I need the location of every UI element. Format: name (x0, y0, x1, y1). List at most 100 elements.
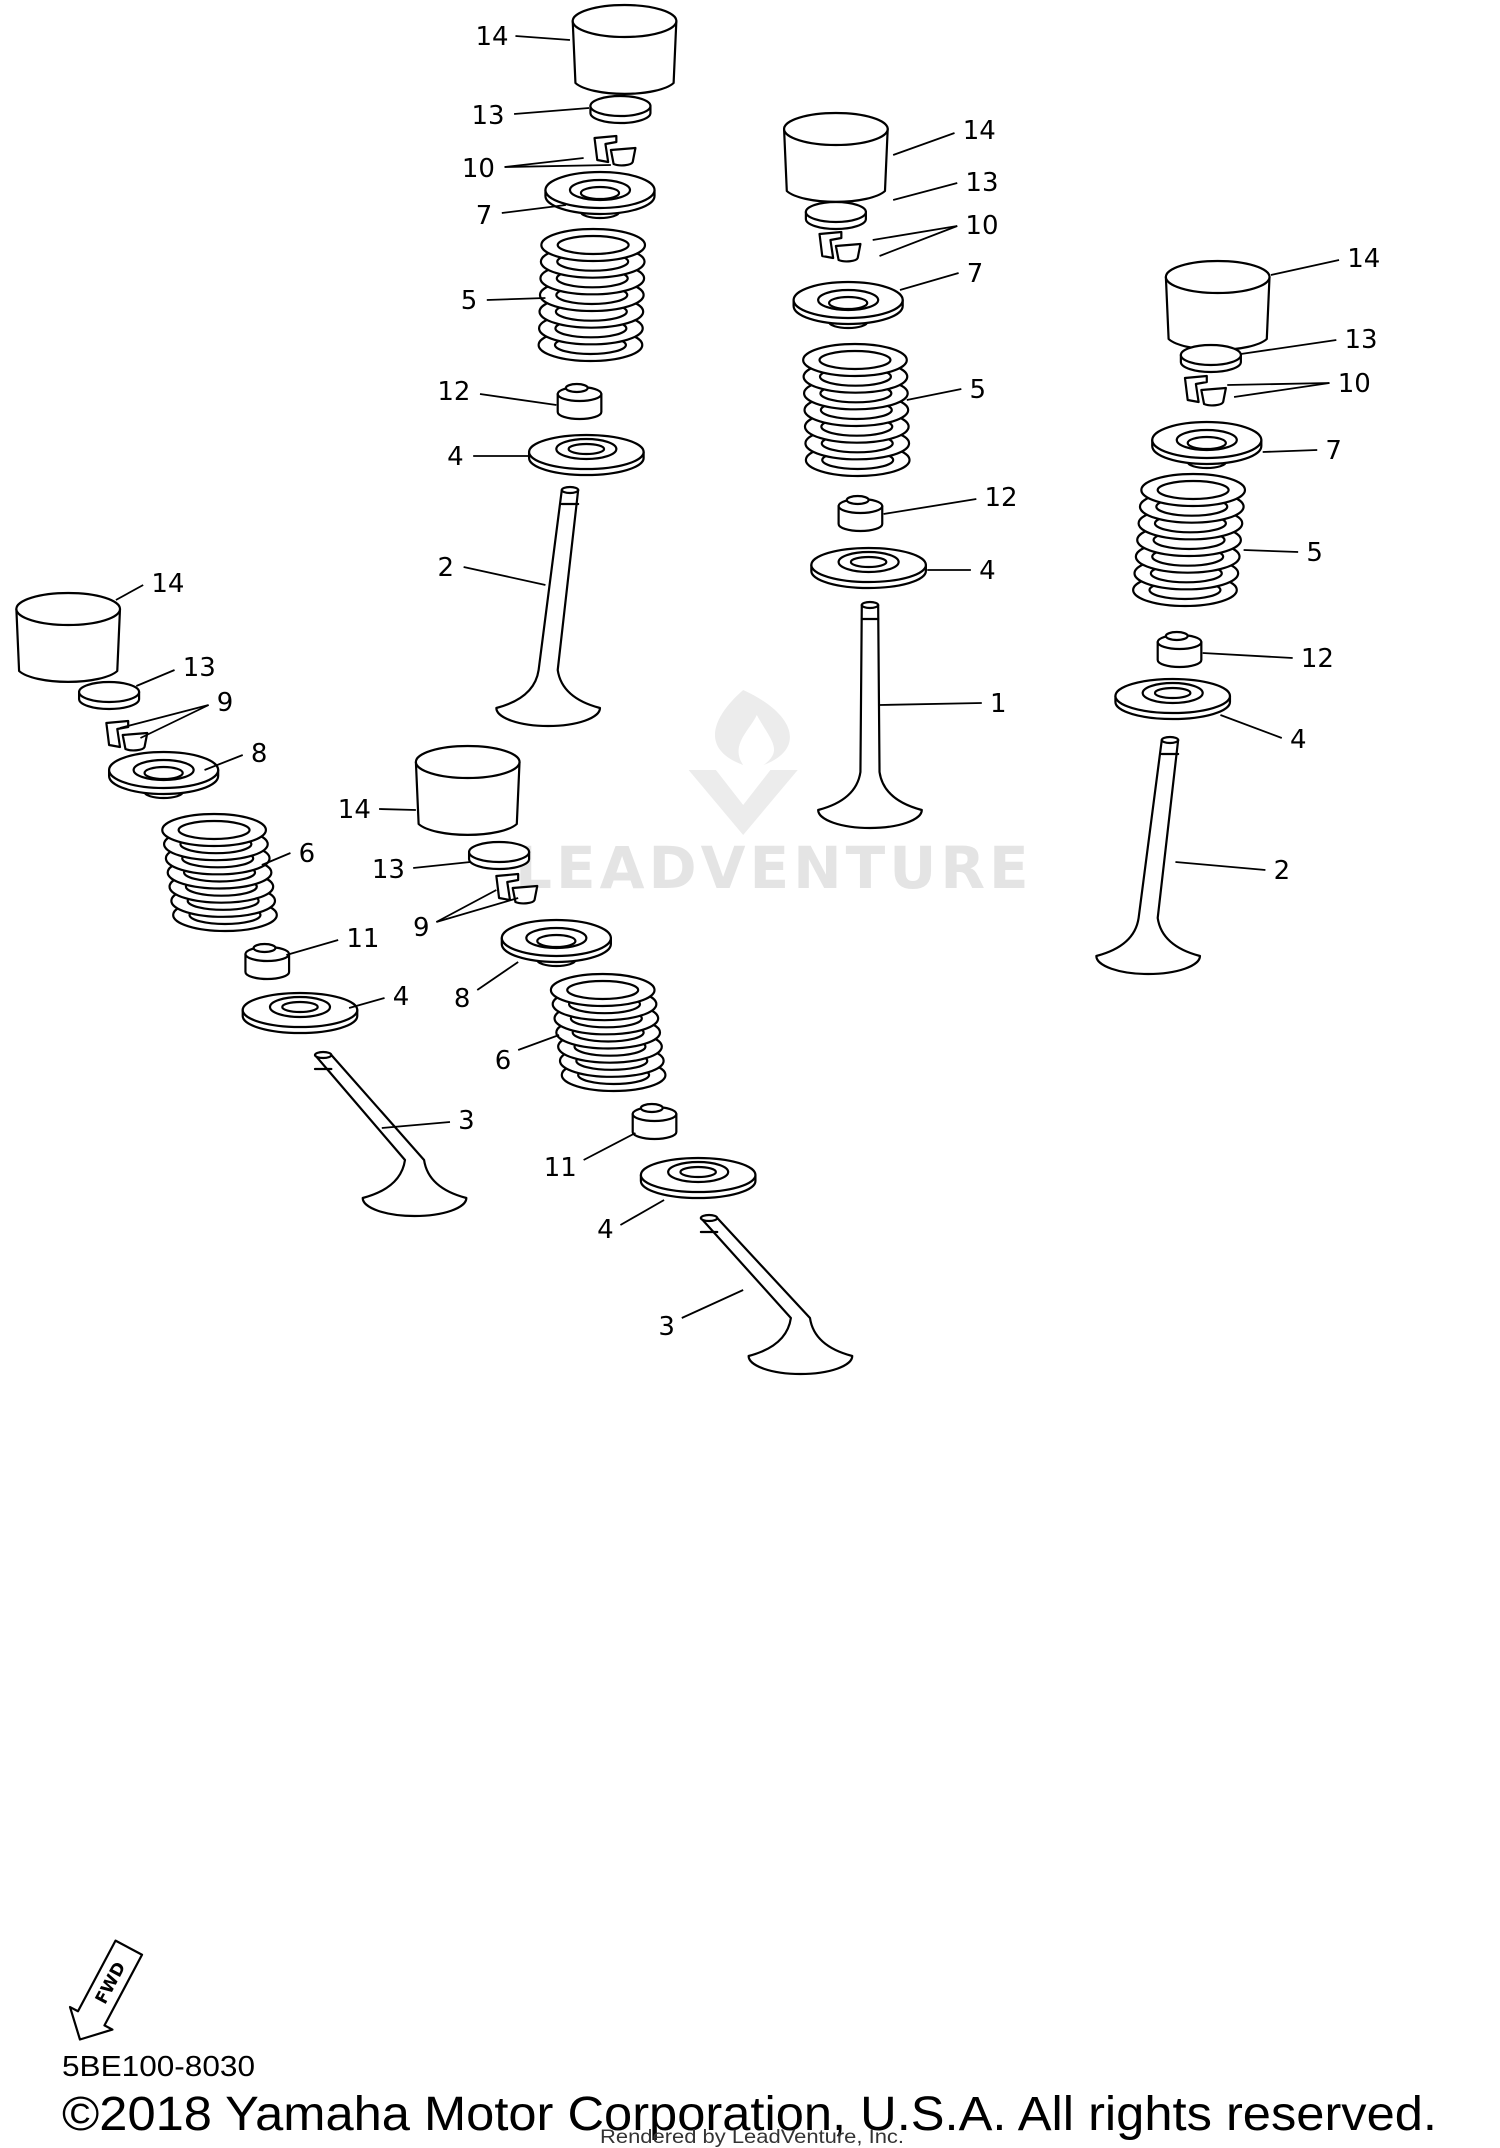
callout-label: 3 (658, 1312, 675, 1342)
pad-top (1181, 345, 1241, 365)
leader-line (502, 205, 566, 213)
valve-spring-retainer (502, 920, 611, 966)
valve-tip (562, 487, 578, 493)
callout-label: 7 (967, 259, 984, 289)
diagram-code: 5BE100-8030 (62, 2051, 255, 2083)
leader-line (880, 226, 958, 256)
callout-label: 14 (338, 795, 371, 825)
valve-tip (1162, 737, 1178, 743)
adjusting-pad (806, 202, 866, 229)
spring-seat (811, 548, 926, 588)
tappet-top (1166, 261, 1270, 293)
spring-coil-inner (558, 236, 629, 254)
tappet-body (573, 21, 677, 94)
callout-label: 6 (299, 839, 316, 869)
spring-seat (243, 993, 358, 1033)
callout-label: 1 (990, 689, 1007, 719)
leader-line (900, 273, 959, 290)
callout-label: 8 (251, 739, 268, 769)
valve-stem-seal (1158, 632, 1202, 667)
leader-line (382, 1122, 450, 1128)
cotter-half (496, 874, 518, 900)
cotter-half (836, 244, 861, 261)
callout-label: 8 (454, 984, 471, 1014)
tappet-body (416, 762, 520, 835)
callout-label: 7 (1325, 436, 1342, 466)
valve-tip (862, 602, 878, 608)
valve-tappet (784, 113, 888, 202)
watermark: LEADVENTURE (515, 690, 1029, 902)
seat-hole (282, 1002, 317, 1012)
cotter-half (1201, 388, 1226, 405)
rendered-by-note: Rendered by LeadVenture, Inc. (600, 2127, 904, 2148)
spring-coil-inner (1158, 481, 1229, 499)
callout-label: 5 (970, 375, 987, 405)
callout-label: 13 (471, 101, 504, 131)
leader-line (262, 853, 291, 865)
callout-label: 3 (458, 1106, 475, 1136)
callout-label: 14 (1347, 244, 1380, 274)
leader-line (518, 1035, 559, 1050)
cotter-half (820, 232, 842, 258)
leader-line (480, 394, 556, 405)
fwd-arrow-icon: FWD (59, 1936, 150, 2050)
adjusting-pad (469, 842, 529, 869)
copyright-notice: ©2018 Yamaha Motor Corporation, U.S.A. A… (62, 2088, 1437, 2141)
intake-valve (818, 602, 922, 828)
callout-label: 14 (476, 22, 509, 52)
callout-label: 4 (1290, 725, 1307, 755)
callout-label: 14 (963, 116, 996, 146)
valve-body (701, 1218, 852, 1374)
leader-line (884, 499, 977, 514)
valve-tappet (1166, 261, 1270, 350)
seat-hole (680, 1167, 715, 1177)
pad-top (806, 202, 866, 222)
retainer-hole (581, 187, 619, 199)
valve-tappet (416, 746, 520, 835)
pad-top (79, 682, 139, 702)
leader-line (477, 962, 518, 990)
leader-lines (116, 36, 1339, 1318)
spring-coil-inner (820, 351, 891, 369)
leader-line (907, 389, 962, 400)
callout-label: 5 (461, 286, 478, 316)
callout-label: 4 (447, 442, 464, 472)
callout-label: 13 (372, 855, 405, 885)
valve-spring (162, 814, 277, 931)
callout-label: 4 (393, 982, 410, 1012)
leader-line (1263, 450, 1318, 452)
valve-body (315, 1055, 466, 1216)
valve-stem-seal (558, 384, 602, 419)
cotter-half (611, 148, 636, 165)
cotter-half (513, 886, 538, 903)
retainer-hole (145, 767, 183, 779)
valve-spring-retainer (545, 172, 654, 218)
valve-cotter (1185, 376, 1226, 405)
callout-label: 10 (1338, 369, 1371, 399)
adjusting-pad (1181, 345, 1241, 372)
leader-line (140, 705, 208, 738)
callout-label: 10 (965, 211, 998, 241)
callout-label: 4 (597, 1215, 614, 1245)
leader-line (682, 1290, 743, 1318)
retainer-hole (1188, 437, 1226, 449)
leader-line (413, 862, 470, 868)
valve-tappet (16, 593, 120, 682)
seal-lip (847, 496, 869, 504)
tappet-top (416, 746, 520, 778)
callout-label: 6 (495, 1046, 512, 1076)
pad-top (590, 96, 650, 116)
valve-body (496, 490, 600, 726)
seat-hole (569, 444, 604, 454)
seat-hole (1155, 688, 1190, 698)
leader-line (514, 108, 589, 114)
spring-coil-inner (567, 981, 638, 999)
valve-stem-seal (245, 944, 289, 979)
seal-lip (1166, 632, 1188, 640)
tappet-top (16, 593, 120, 625)
exhaust-valve (1096, 737, 1200, 974)
leader-line (1271, 260, 1339, 275)
callout-label: 7 (476, 201, 493, 231)
valve-spring (803, 344, 909, 476)
callout-label: 14 (151, 569, 184, 599)
